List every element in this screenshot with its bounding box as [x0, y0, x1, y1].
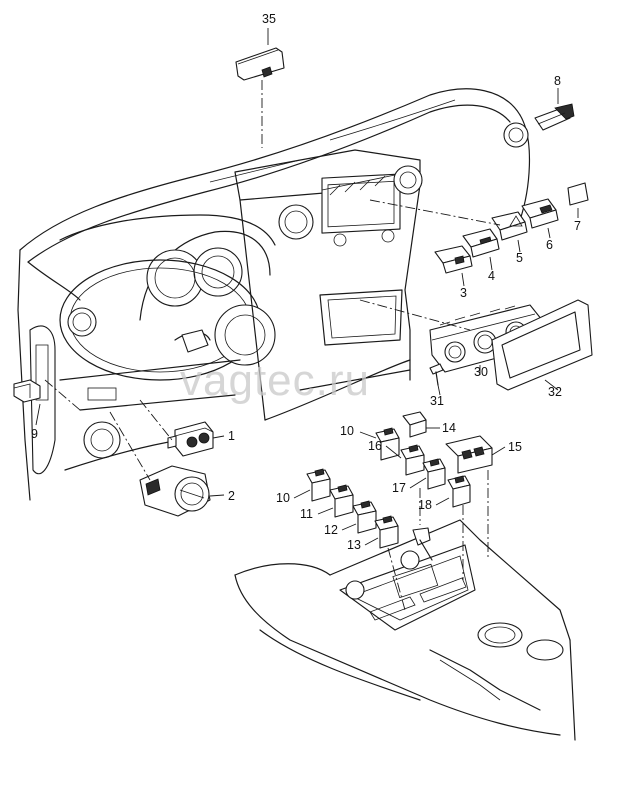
part-8 — [534, 103, 575, 131]
part-11 — [329, 484, 354, 518]
center-console — [234, 519, 576, 741]
callout-10-upper: 10 — [340, 424, 354, 438]
callout-5: 5 — [516, 251, 523, 265]
part-16 — [400, 444, 425, 476]
part-5 — [491, 211, 528, 241]
callout-8: 8 — [554, 74, 561, 88]
callout-15: 15 — [508, 440, 522, 454]
part-14 — [402, 411, 427, 438]
callout-2: 2 — [228, 489, 235, 503]
callout-35: 35 — [262, 12, 276, 26]
callout-7: 7 — [574, 219, 581, 233]
callout-4: 4 — [488, 269, 495, 283]
part-1 — [167, 421, 214, 457]
dashboard — [17, 88, 531, 501]
part-3 — [434, 245, 473, 274]
callout-30: 30 — [474, 365, 488, 379]
leader-lines — [35, 28, 579, 611]
callout-1: 1 — [228, 429, 235, 443]
part-10-lower — [306, 468, 331, 502]
part-35 — [235, 47, 285, 81]
part-4 — [462, 228, 500, 258]
part-6 — [521, 198, 559, 229]
part-9 — [13, 379, 41, 403]
part-32 — [491, 299, 593, 391]
part-18 — [447, 475, 471, 508]
part-13 — [374, 515, 399, 549]
callout-16: 16 — [368, 439, 382, 453]
part-7 — [567, 182, 589, 206]
callout-9: 9 — [31, 427, 38, 441]
callout-11: 11 — [300, 507, 313, 521]
part-31 — [429, 363, 444, 386]
callout-14: 14 — [442, 421, 456, 435]
part-2 — [139, 465, 211, 517]
part-15 — [445, 435, 493, 474]
part-12 — [352, 500, 377, 534]
callout-6: 6 — [546, 238, 553, 252]
watermark: vagtec.ru — [180, 356, 370, 405]
callout-17: 17 — [392, 481, 406, 495]
callout-32: 32 — [548, 385, 562, 399]
callout-13: 13 — [347, 538, 361, 552]
callout-12: 12 — [324, 523, 338, 537]
part-17 — [422, 458, 446, 490]
callout-18: 18 — [418, 498, 432, 512]
callout-3: 3 — [460, 286, 467, 300]
callouts: 35 8 7 6 5 4 3 30 32 31 9 1 2 14 10 16 1… — [31, 12, 581, 552]
callout-31: 31 — [430, 394, 444, 408]
callout-10-lower: 10 — [276, 491, 290, 505]
